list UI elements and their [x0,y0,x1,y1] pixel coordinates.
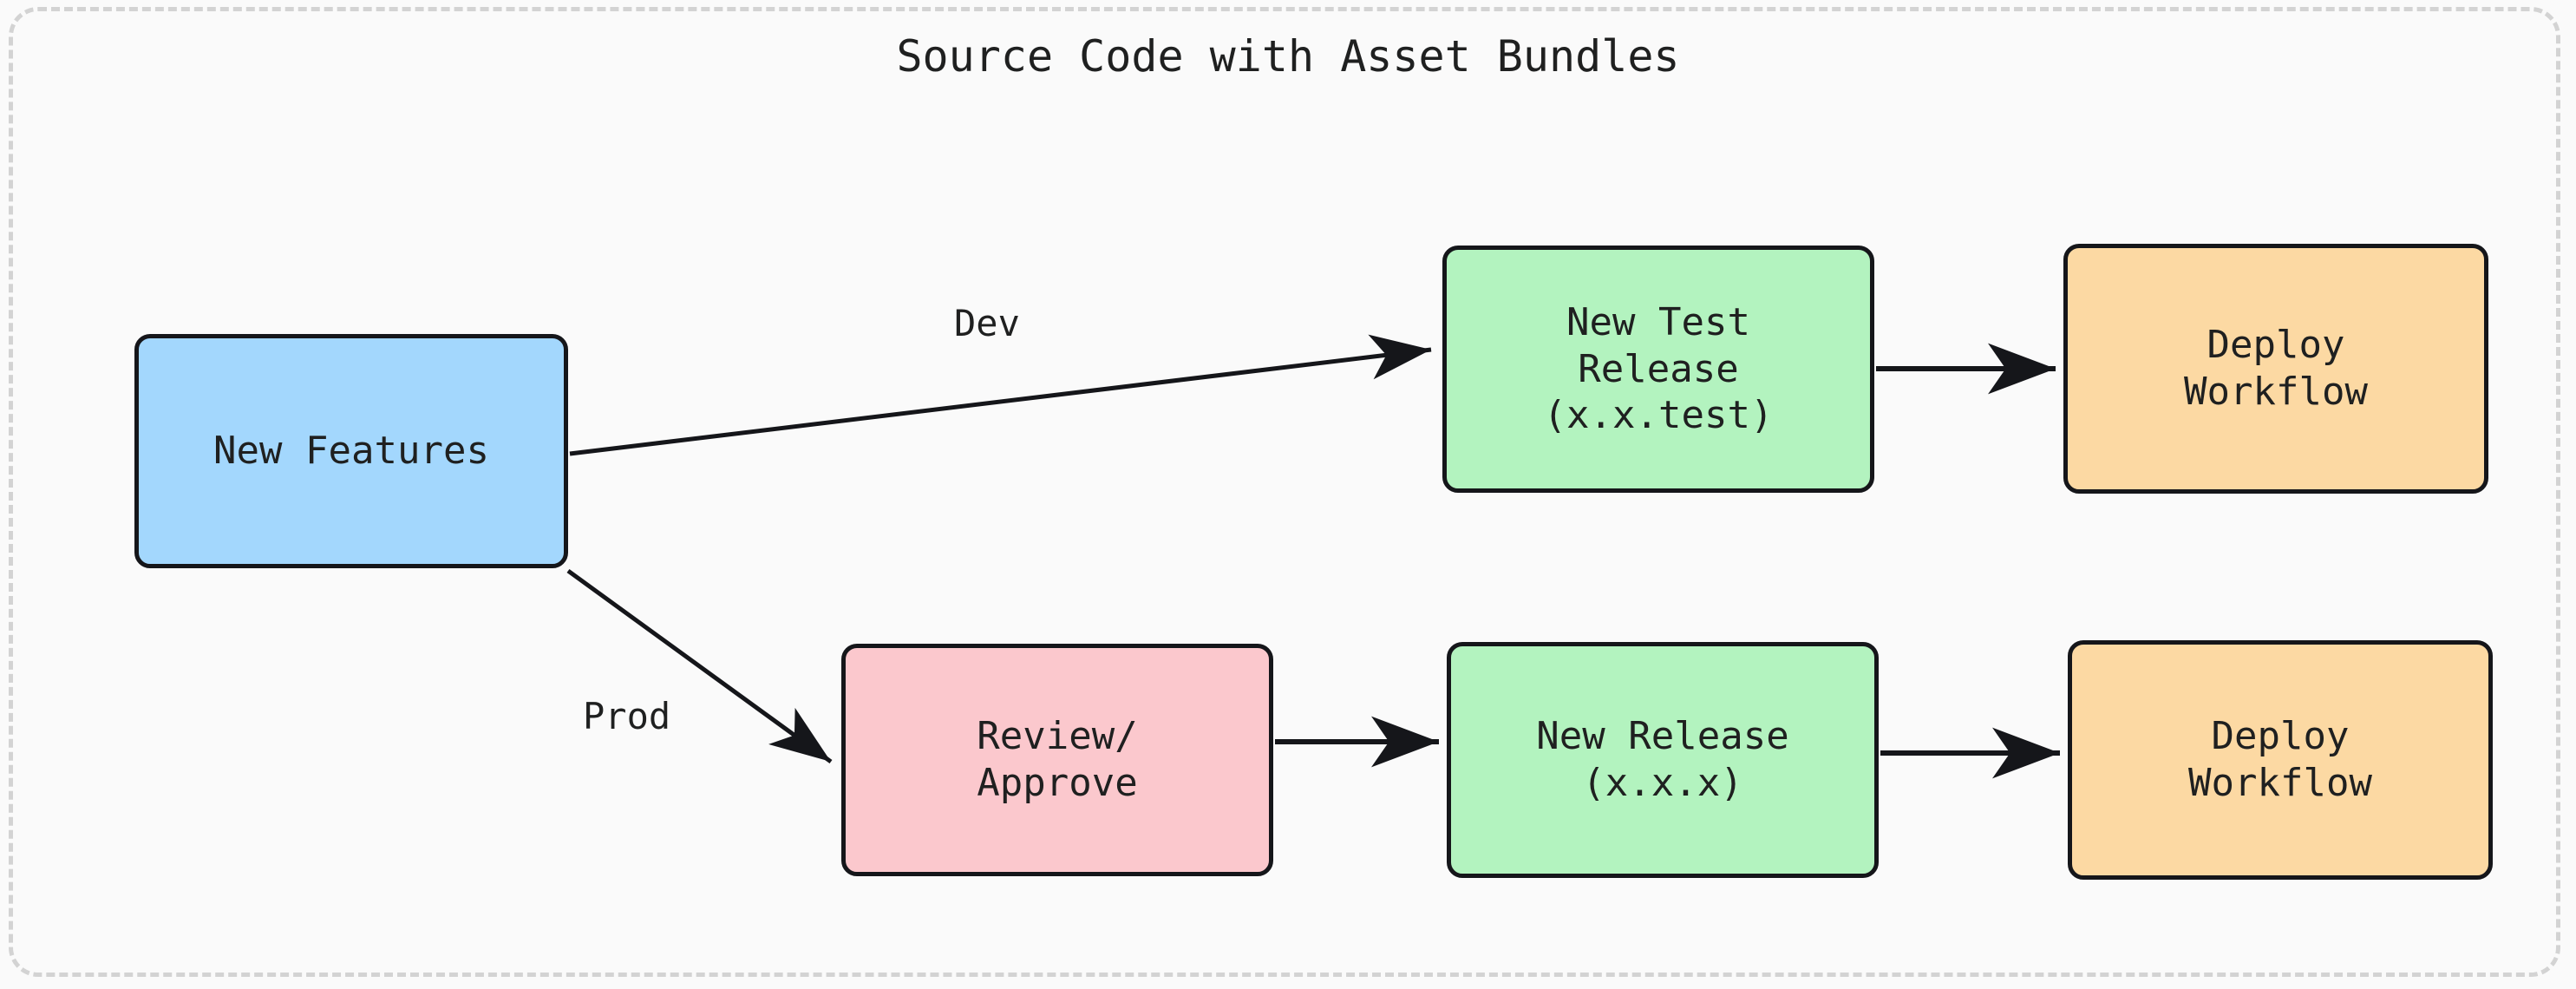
node-new-release[interactable]: New Release (x.x.x) [1447,642,1879,878]
edge-label-prod: Prod [583,695,671,737]
node-deploy-workflow-prod-label: Deploy Workflow [2188,714,2372,805]
edge-prod-path [566,568,833,764]
node-new-test-release[interactable]: New Test Release (x.x.test) [1442,246,1874,493]
edge-dev-path [569,334,1432,456]
node-review-approve[interactable]: Review/ Approve [841,644,1273,876]
node-new-features-label: New Features [213,429,489,474]
node-deploy-workflow-dev[interactable]: Deploy Workflow [2063,244,2488,494]
edge-label-dev: Dev [954,302,1020,344]
node-new-release-label: New Release (x.x.x) [1536,714,1789,805]
node-new-features[interactable]: New Features [134,334,568,568]
diagram-title: Source Code with Asset Bundles [896,31,1680,82]
node-review-approve-label: Review/ Approve [977,714,1138,805]
node-deploy-workflow-dev-label: Deploy Workflow [2184,323,2368,414]
node-new-test-release-label: New Test Release (x.x.test) [1543,299,1774,438]
node-deploy-workflow-prod[interactable]: Deploy Workflow [2068,640,2493,880]
